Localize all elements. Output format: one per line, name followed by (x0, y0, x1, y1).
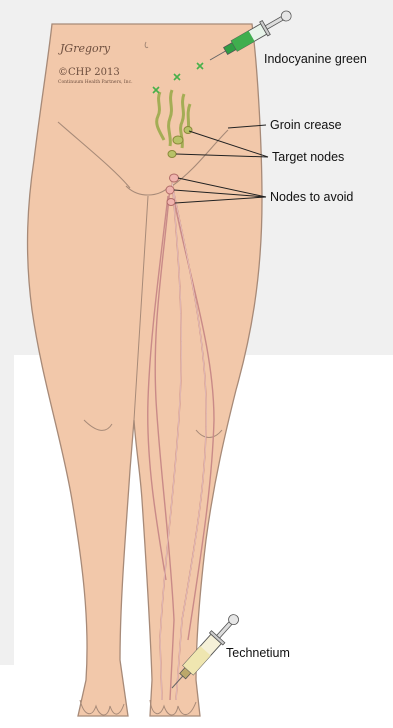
artist-signature: JGregory (60, 44, 110, 54)
label-technetium: Technetium (226, 646, 290, 660)
label-target-nodes: Target nodes (272, 150, 344, 164)
background-panel-left (0, 355, 14, 665)
label-groin-crease: Groin crease (270, 118, 342, 132)
organization-text: Continuum Health Partners, Inc. (58, 80, 133, 85)
copyright-text: ©CHP 2013 (58, 68, 120, 78)
label-nodes-to-avoid: Nodes to avoid (270, 190, 353, 204)
body-silhouette (28, 24, 262, 716)
label-indocyanine-green: Indocyanine green (264, 52, 367, 66)
